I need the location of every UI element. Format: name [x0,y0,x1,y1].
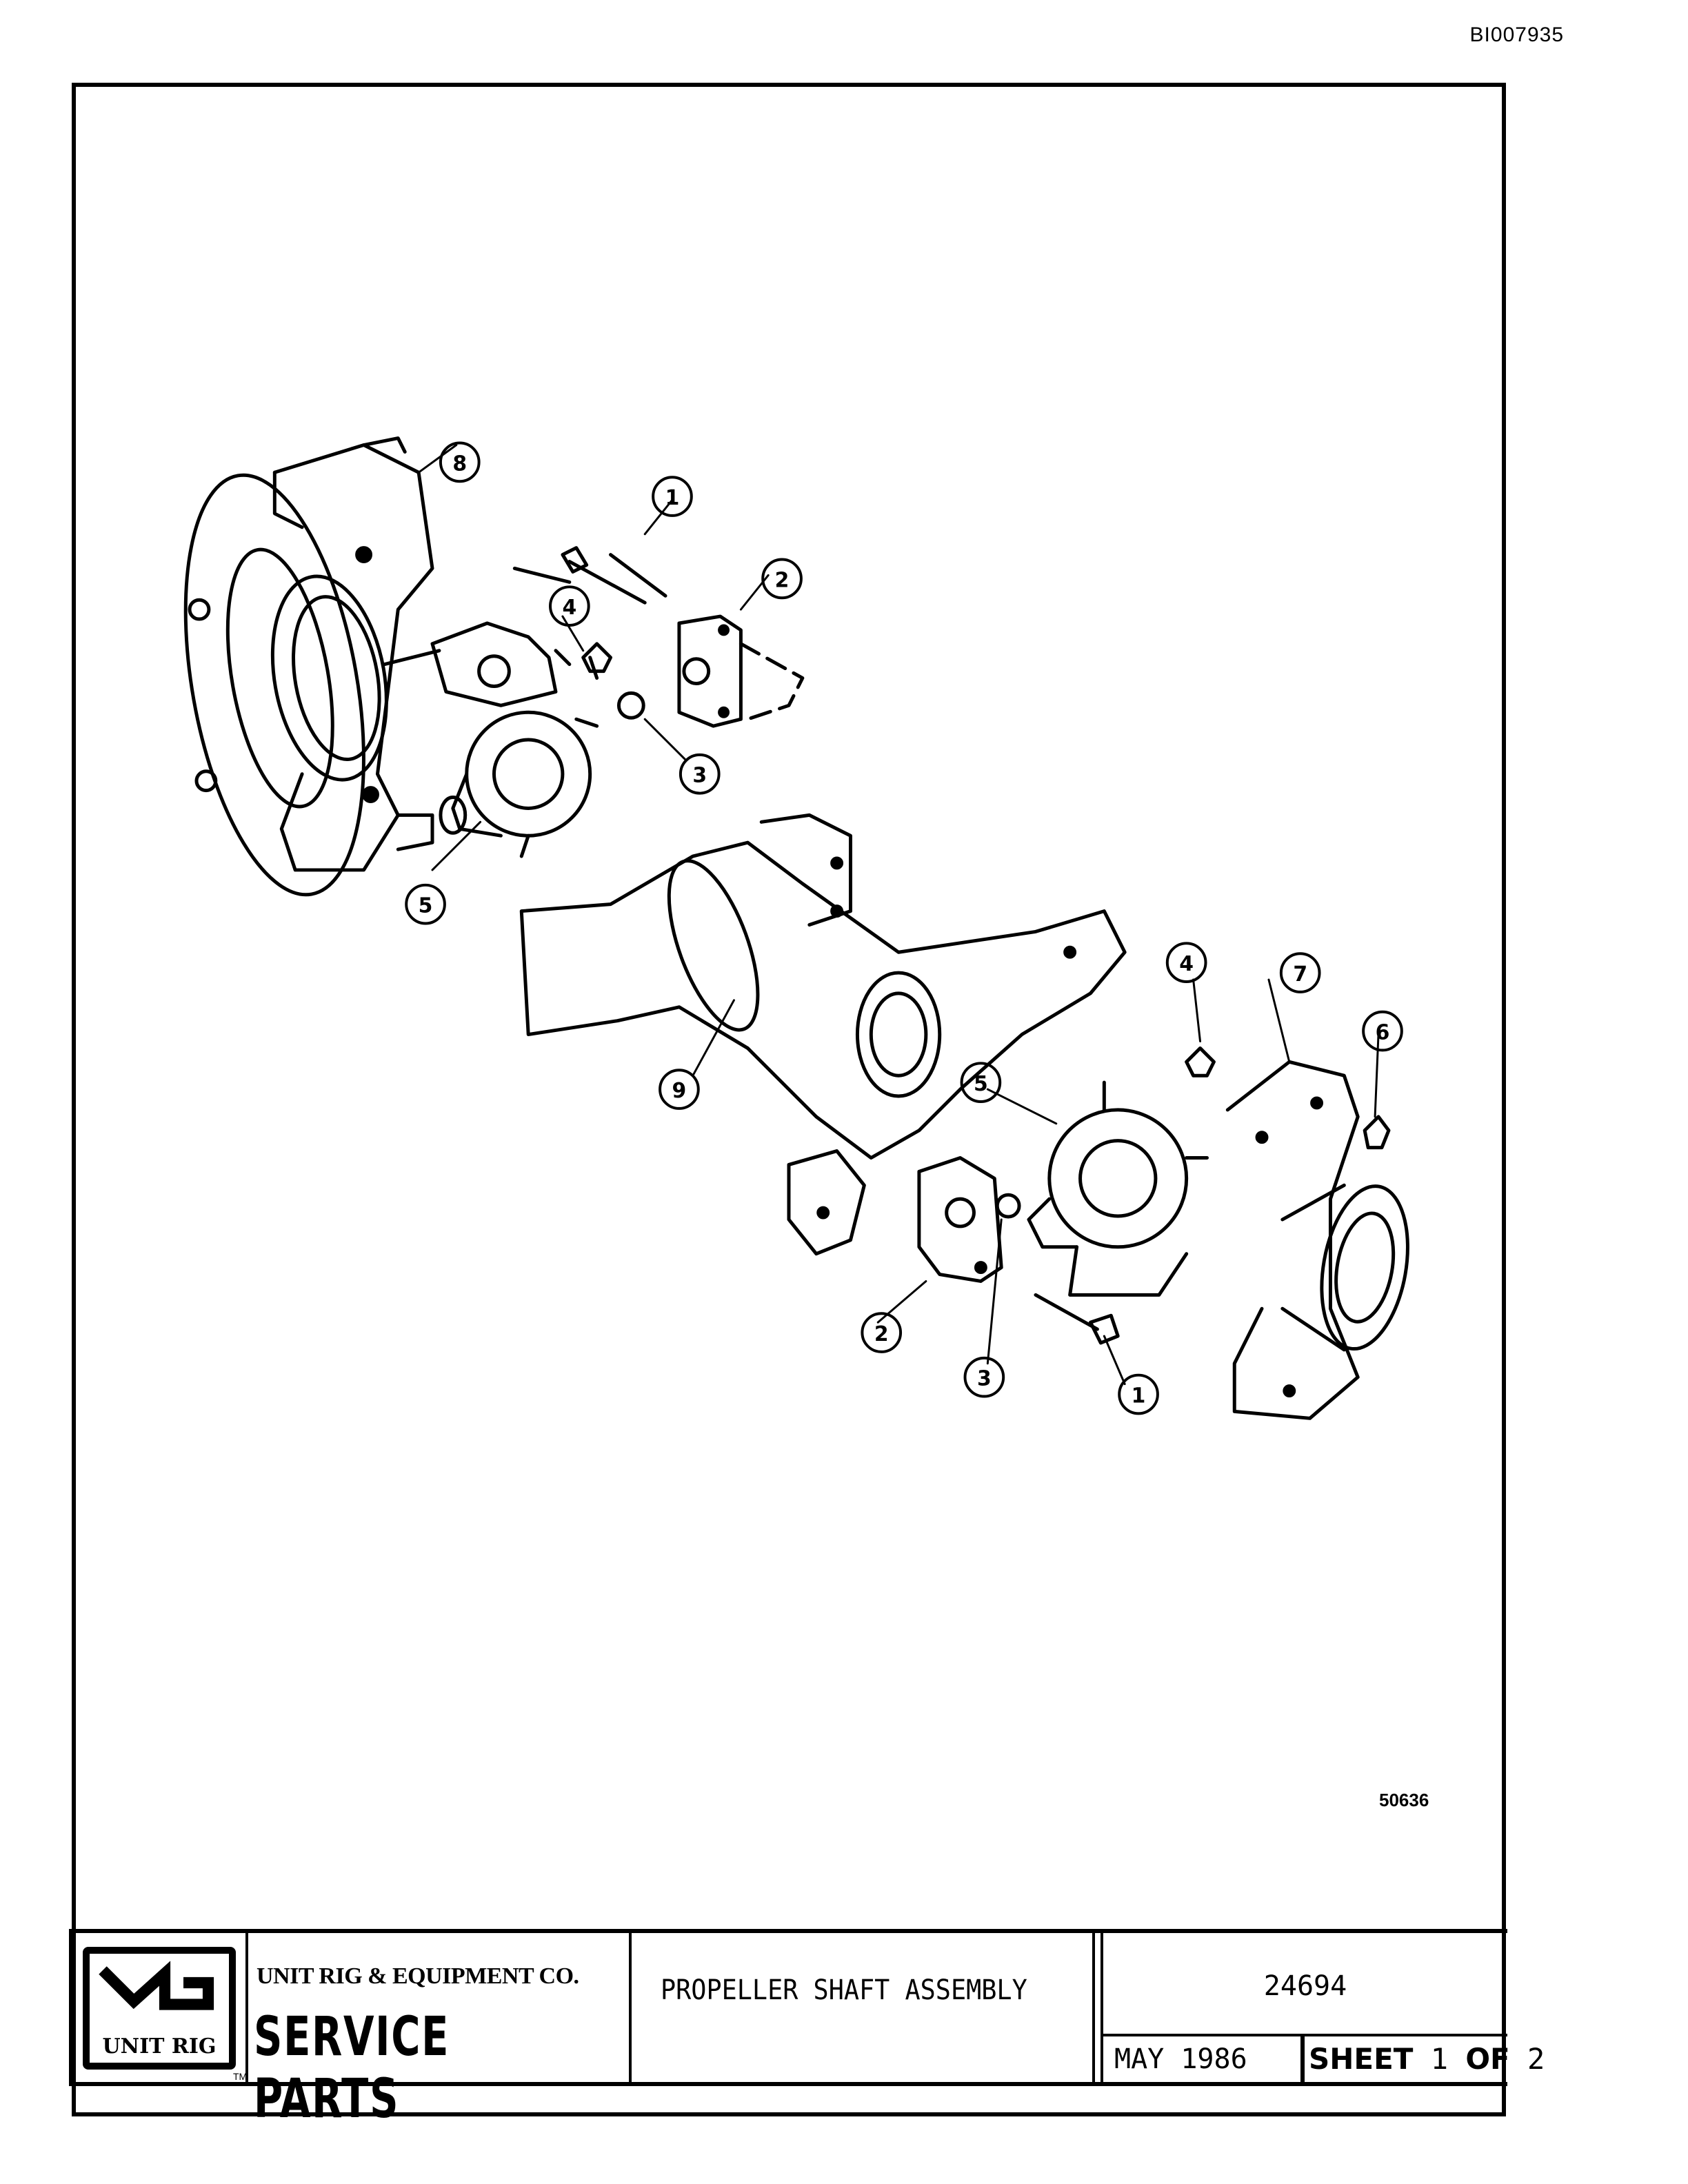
callout-bubbles: 8 1 2 4 3 5 9 4 7 6 5 2 3 1 [405,441,1403,1415]
washer-part [616,691,645,720]
bearing-cap-part [677,614,805,728]
exploded-view-drawing: 8 1 2 4 3 5 9 4 7 6 5 2 3 1 [183,436,1409,1420]
sheet-label: SHEET [1309,2042,1414,2076]
callout-5: 5 [405,883,446,925]
callout-7: 7 [1279,952,1321,993]
sheet-total: 2 [1527,2042,1545,2076]
washer-part [995,1193,1021,1219]
bearing-cap-part [917,1156,1003,1283]
trademark: TM [233,2071,248,2082]
callout-2-label: 2 [775,568,790,592]
propeller-shaft-part [519,813,1127,1256]
callout-4-label: 4 [1179,952,1194,976]
callout-7-label: 7 [1293,962,1307,987]
callout-5: 5 [960,1062,1002,1103]
issue-date: MAY 1986 [1114,2043,1247,2075]
document-id: BI007935 [1469,23,1564,46]
callout-4-label: 4 [562,596,576,620]
callout-6: 6 [1362,1010,1403,1052]
drawing-sheet: 8 1 2 4 3 5 9 4 7 6 5 2 3 1 50636 UNIT R… [69,83,1545,2130]
bearing-cross-part [439,710,599,858]
grease-fitting-part [581,642,612,674]
callout-1-label: 1 [665,486,680,510]
callout-9-label: 9 [672,1079,687,1103]
title-block: UNIT RIG TM UNIT RIG & EQUIPMENT CO. SER… [69,1929,1545,2130]
sheet-info: SHEET 1 OF 2 [1309,2042,1545,2076]
callout-2-label: 2 [874,1322,889,1346]
company-cell: UNIT RIG & EQUIPMENT CO. SERVICE PARTS [250,1933,632,2130]
unit-rig-logo-mark-icon [99,1961,214,2010]
grease-fitting-part [1185,1046,1216,1078]
drawing-title: PROPELLER SHAFT ASSEMBLY [661,1974,1027,2006]
flange-yoke-part [183,436,434,897]
leader-lines [417,444,1380,1386]
logo-cell: UNIT RIG TM [73,1933,248,2082]
callout-2: 2 [761,558,803,600]
callout-3: 3 [963,1356,1005,1398]
callout-8: 8 [439,441,481,483]
callout-1-label: 1 [1132,1384,1146,1408]
sheet-cell: SHEET 1 OF 2 [1305,2036,1545,2082]
callout-6-label: 6 [1376,1021,1390,1045]
companion-flange-part [1225,1060,1409,1420]
callout-2: 2 [861,1312,903,1353]
sheet-number: 1 [1430,2042,1449,2076]
date-cell: MAY 1986 [1101,2036,1305,2082]
title-cell: PROPELLER SHAFT ASSEMBLY [633,1933,1095,2082]
logo-text: UNIT RIG [102,2034,217,2059]
callout-3: 3 [679,753,721,795]
callout-4: 4 [1165,942,1207,983]
callout-3-label: 3 [692,764,707,788]
bearing-cap-part [382,553,667,707]
callout-1: 1 [652,476,693,517]
callout-9: 9 [659,1069,700,1110]
callout-5-label: 5 [974,1072,988,1096]
callout-4: 4 [549,585,590,627]
of-label: OF [1465,2042,1510,2076]
callout-1: 1 [1118,1373,1159,1415]
bolt-part [561,546,647,605]
callout-5-label: 5 [419,894,433,918]
service-parts-heading: SERVICE PARTS [254,2006,450,2130]
grease-fitting-part [1363,1115,1391,1150]
company-name: UNIT RIG & EQUIPMENT CO. [257,1963,579,1989]
unit-rig-logo: UNIT RIG [83,1947,236,2070]
bolt-part [1034,1293,1120,1345]
drawing-number: 50636 [1379,1790,1429,1810]
part-number: 24694 [1263,1970,1347,2002]
callout-3-label: 3 [977,1367,992,1391]
part-number-cell: 24694 [1101,1933,1507,2036]
bearing-cross-part [1027,1080,1209,1297]
callout-8-label: 8 [452,452,467,476]
